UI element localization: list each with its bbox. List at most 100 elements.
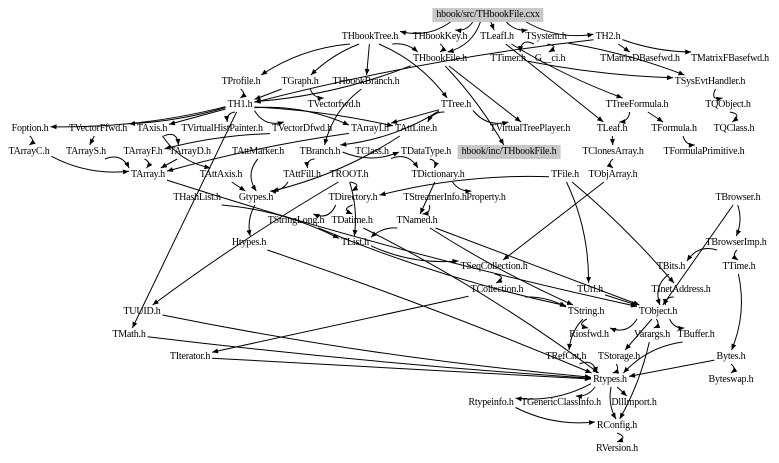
- node-thashlist[interactable]: THashList.h: [173, 192, 221, 203]
- node-tbits[interactable]: TBits.h: [656, 261, 686, 272]
- node-tgraph[interactable]: TGraph.h: [281, 76, 319, 87]
- arrowhead-icon: [623, 46, 630, 52]
- node-tobjarray[interactable]: TObjArray.h: [588, 169, 638, 180]
- node-tdirectory[interactable]: TDirectory.h: [328, 192, 378, 203]
- node-tbranch[interactable]: TBranch.h: [299, 146, 341, 157]
- node-tclass[interactable]: TClass.h: [355, 146, 389, 157]
- node-tvectorffwd[interactable]: TVectorFfwd.h: [68, 123, 128, 134]
- arrowhead-icon: [441, 91, 448, 98]
- node-dllimport[interactable]: DllImport.h: [611, 397, 657, 408]
- node-trefcnt[interactable]: TRefCnt.h: [545, 351, 587, 362]
- node-tdatime[interactable]: TDatime.h: [331, 215, 373, 226]
- node-incthbookfile[interactable]: hbook/inc/THbookFile.h: [457, 145, 561, 159]
- node-titerator[interactable]: TIterator.h: [169, 351, 211, 362]
- node-tbrowser[interactable]: TBrowser.h: [715, 192, 761, 203]
- node-troot[interactable]: TROOT.h: [329, 169, 369, 180]
- node-tcollection[interactable]: TCollection.h: [470, 284, 524, 295]
- node-tstringlong[interactable]: TStringLong.h: [267, 215, 325, 226]
- arrowhead-icon: [204, 164, 211, 170]
- edge-th1-to-tvectorffwd: [128, 107, 226, 125]
- node-tformula[interactable]: TFormula.h: [651, 123, 697, 134]
- node-tnamed[interactable]: TNamed.h: [396, 215, 438, 226]
- node-tarrayd[interactable]: TArrayD.h: [169, 146, 211, 157]
- node-th2[interactable]: TH2.h: [595, 31, 621, 42]
- node-tformulaprimitive[interactable]: TFormulaPrimitive.h: [663, 146, 745, 157]
- arrowhead-icon: [371, 231, 378, 238]
- node-ttree[interactable]: TTree.h: [440, 99, 472, 110]
- node-tarrayf[interactable]: TArrayF.h: [123, 146, 163, 157]
- node-thbookkey[interactable]: THbookKey.h: [412, 31, 468, 42]
- node-tclonesarray[interactable]: TClonesArray.h: [582, 146, 644, 157]
- node-varargs[interactable]: Varargs.h: [633, 329, 671, 340]
- arrowhead-icon: [597, 116, 604, 122]
- node-tuuid[interactable]: TUUID.h: [123, 306, 161, 317]
- node-tvectorfwd[interactable]: TVectorfwd.h: [307, 99, 361, 110]
- node-tdatatype[interactable]: TDataType.h: [400, 146, 452, 157]
- node-tstreamerinfo[interactable]: TStreamerInfo.h: [403, 192, 467, 203]
- node-tgenericclassinfo[interactable]: TGenericClassInfo.h: [521, 397, 601, 408]
- node-ttreeformula[interactable]: TTreeFormula.h: [605, 99, 669, 110]
- node-tstring[interactable]: TString.h: [567, 306, 605, 317]
- node-riosfwd[interactable]: Riosfwd.h: [569, 329, 609, 340]
- node-ttimer[interactable]: TTimer.h: [490, 53, 526, 64]
- node-tstorage[interactable]: TStorage.h: [597, 351, 641, 362]
- arrowhead-icon: [310, 69, 317, 75]
- node-src[interactable]: hbook/src/THbookFile.cxx: [432, 8, 544, 22]
- node-tqobject[interactable]: TQObject.h: [705, 99, 751, 110]
- node-thbookfile[interactable]: THbookFile.h: [413, 53, 467, 64]
- arrowhead-icon: [351, 185, 359, 191]
- node-tqclass[interactable]: TQClass.h: [713, 123, 755, 134]
- node-tmatrixdbasefwd[interactable]: TMatrixDBasefwd.h: [600, 53, 680, 64]
- node-property[interactable]: Property.h: [466, 192, 506, 203]
- node-tattmarker[interactable]: TAttMarker.h: [231, 146, 285, 157]
- node-tlist[interactable]: TList.h: [341, 237, 369, 248]
- node-tprofile[interactable]: TProfile.h: [221, 76, 261, 87]
- node-htypes[interactable]: Htypes.h: [231, 237, 267, 248]
- node-rconfig[interactable]: RConfig.h: [596, 420, 638, 431]
- node-gci[interactable]: G__ci.h: [534, 53, 566, 64]
- node-bytes[interactable]: Bytes.h: [716, 351, 746, 362]
- node-tarray[interactable]: TArray.h: [131, 169, 165, 180]
- node-tbuffer[interactable]: TBuffer.h: [677, 329, 715, 340]
- node-taxis[interactable]: TAxis.h: [136, 123, 168, 134]
- node-thbooktree[interactable]: THbookTree.h: [341, 31, 399, 42]
- node-turl[interactable]: TUrl.h: [577, 284, 603, 295]
- node-gtypes[interactable]: Gtypes.h: [238, 192, 274, 203]
- node-thbookbranch[interactable]: THbookBranch.h: [332, 76, 400, 87]
- node-tvirtualhistpainter[interactable]: TVirtualHistPainter.h: [181, 123, 263, 134]
- node-tarrayi[interactable]: TArrayI.h: [351, 123, 389, 134]
- arrowhead-icon: [617, 437, 624, 443]
- node-tattline[interactable]: TAttLine.h: [395, 123, 437, 134]
- node-rversion[interactable]: RVersion.h: [596, 443, 638, 454]
- arrowhead-icon: [610, 412, 616, 419]
- node-ttime[interactable]: TTime.h: [722, 261, 756, 272]
- edge-bytes-to-rtypes: [628, 359, 715, 377]
- node-foption[interactable]: Foption.h: [11, 123, 49, 134]
- node-tsysevthandler[interactable]: TSysEvtHandler.h: [674, 76, 746, 87]
- node-tdictionary[interactable]: TDictionary.h: [411, 169, 465, 180]
- node-tattfill[interactable]: TAttFill.h: [283, 169, 321, 180]
- node-tarrayc[interactable]: TArrayC.h: [8, 146, 50, 157]
- node-tleaf[interactable]: TLeaf.h: [596, 123, 628, 134]
- node-tobject[interactable]: TObject.h: [638, 306, 678, 317]
- node-tinetaddress[interactable]: TInetAddress.h: [651, 284, 711, 295]
- node-tbrowserimp[interactable]: TBrowserImp.h: [705, 237, 767, 248]
- node-tfile[interactable]: TFile.h: [551, 169, 579, 180]
- arrowhead-icon: [620, 390, 627, 396]
- node-tmatrixfbasefwd[interactable]: TMatrixFBasefwd.h: [691, 53, 769, 64]
- node-rtypeinfo[interactable]: Rtypeinfo.h: [468, 397, 514, 408]
- edge-ttree-to-tbranch: [340, 110, 440, 146]
- node-tarrays[interactable]: TArrayS.h: [66, 146, 106, 157]
- node-rtypes[interactable]: Rtypes.h: [593, 374, 627, 385]
- node-tleafi[interactable]: TLeafI.h: [480, 31, 514, 42]
- node-tvectordfwd[interactable]: TVectorDfwd.h: [272, 123, 332, 134]
- node-tmath[interactable]: TMath.h: [112, 329, 146, 340]
- node-th1[interactable]: TH1.h: [227, 99, 253, 110]
- node-tattaxis[interactable]: TAttAxis.h: [199, 169, 243, 180]
- arrowhead-icon: [736, 229, 741, 236]
- node-tsystem[interactable]: TSystem.h: [525, 31, 567, 42]
- node-byteswap[interactable]: Byteswap.h: [708, 374, 754, 385]
- node-tseqcollection[interactable]: TSeqCollection.h: [460, 261, 528, 272]
- node-tvirtualtreeplayer[interactable]: TVirtualTreePlayer.h: [489, 123, 571, 134]
